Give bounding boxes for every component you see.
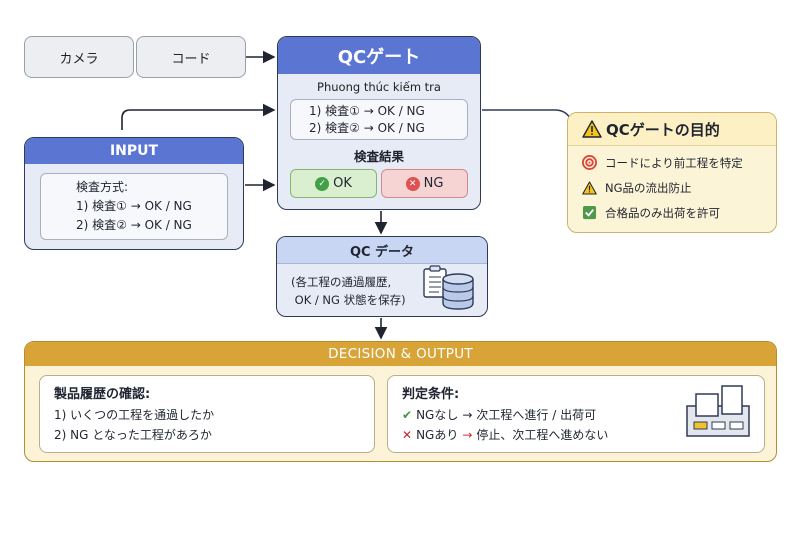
fail-condition-result: 停止、次工程へ進めない [476,428,609,442]
factory-icon [686,385,750,437]
qc-data-box: QC データ (各工程の通過履歴, OK / NG 状態を保存) [276,236,488,317]
qc-gate-method-2: 2) 検査② → OK / NG [309,121,425,135]
source-code-label: コード [171,51,211,67]
history-heading: 製品履歴の確認: [54,387,151,402]
fail-condition: ✕ NGあり → 停止、次工程へ進めない [402,425,764,445]
qc-gate-title: QCゲート [278,37,480,74]
checkbox-icon [582,205,597,220]
pass-condition: ✔ NGなし → 次工程へ進行 / 出荷可 [402,405,764,425]
ng-label: NG [423,176,444,191]
source-camera: カメラ [24,36,134,78]
purpose-item: 合格品のみ出荷を許可 [568,200,776,225]
fail-condition-label: NGあり [416,428,459,442]
check-circle-icon: ✓ [315,176,330,191]
arrow-input-top-to-gate [121,103,276,130]
conditions-heading: 判定条件: [402,387,460,402]
purpose-box: QCゲートの目的 コードにより前工程を特定 NG品の流出防止 合格品のみ出荷を許… [567,112,777,233]
ok-result-button: ✓ OK [290,169,377,198]
qc-gate-subtitle: Phuong thúc kiếm tra [317,80,441,94]
decision-output-box: DECISION & OUTPUT 製品履歴の確認: 1) いくつの工程を通過し… [24,341,777,462]
input-method-2: 2) 検査② → OK / NG [76,218,192,232]
history-line-2: 2) NG となった工程があろか [54,428,212,442]
history-line-1: 1) いくつの工程を通過したか [54,408,215,422]
qc-gate-box: QCゲート Phuong thúc kiếm tra 1) 検査① → OK /… [277,36,481,210]
checkmark-icon: ✔ [402,408,413,422]
ng-result-button: ✕ NG [381,169,468,198]
ok-label: OK [333,176,352,191]
input-heading: 検査方式: [76,180,129,194]
red-arrow-right-icon: → [462,428,473,442]
purpose-item-text: NG品の流出防止 [605,180,692,195]
purpose-title: QCゲートの目的 [606,120,720,139]
input-title: INPUT [25,138,243,164]
qc-data-line-1: (各工程の通過履歴, [291,275,392,289]
input-box: INPUT 検査方式: 1) 検査① → OK / NG 2) 検査② → OK… [24,137,244,250]
qc-gate-methods: 1) 検査① → OK / NG 2) 検査② → OK / NG [290,99,468,140]
decision-title: DECISION & OUTPUT [25,342,776,366]
history-check-box: 製品履歴の確認: 1) いくつの工程を通過したか 2) NG となった工程があろ… [39,375,375,453]
purpose-item: コードにより前工程を特定 [568,150,776,175]
arrow-right-icon: → [462,408,473,422]
qc-data-title: QC データ [277,237,487,264]
purpose-item-text: 合格品のみ出荷を許可 [605,205,720,220]
target-icon [582,155,597,170]
line-gate-to-purpose [482,109,571,119]
qc-data-line-2: OK / NG 状態を保存) [291,293,406,307]
qc-gate-method-1: 1) 検査① → OK / NG [309,104,425,118]
x-circle-icon: ✕ [405,176,420,191]
conditions-box: 判定条件: ✔ NGなし → 次工程へ進行 / 出荷可 ✕ NGあり → 停止、… [387,375,765,453]
source-camera-label: カメラ [59,51,99,67]
purpose-item-text: コードにより前工程を特定 [605,155,743,170]
source-code: コード [136,36,246,78]
database-clipboard-icon [423,265,474,310]
warning-icon [582,120,602,138]
pass-condition-result: 次工程へ進行 / 出荷可 [476,408,597,422]
purpose-item: NG品の流出防止 [568,175,776,200]
cross-icon: ✕ [402,428,413,442]
input-method-1: 1) 検査① → OK / NG [76,199,192,213]
pass-condition-label: NGなし [416,408,459,422]
warning-icon [582,180,597,195]
qc-gate-result-label: 検査結果 [353,149,404,164]
